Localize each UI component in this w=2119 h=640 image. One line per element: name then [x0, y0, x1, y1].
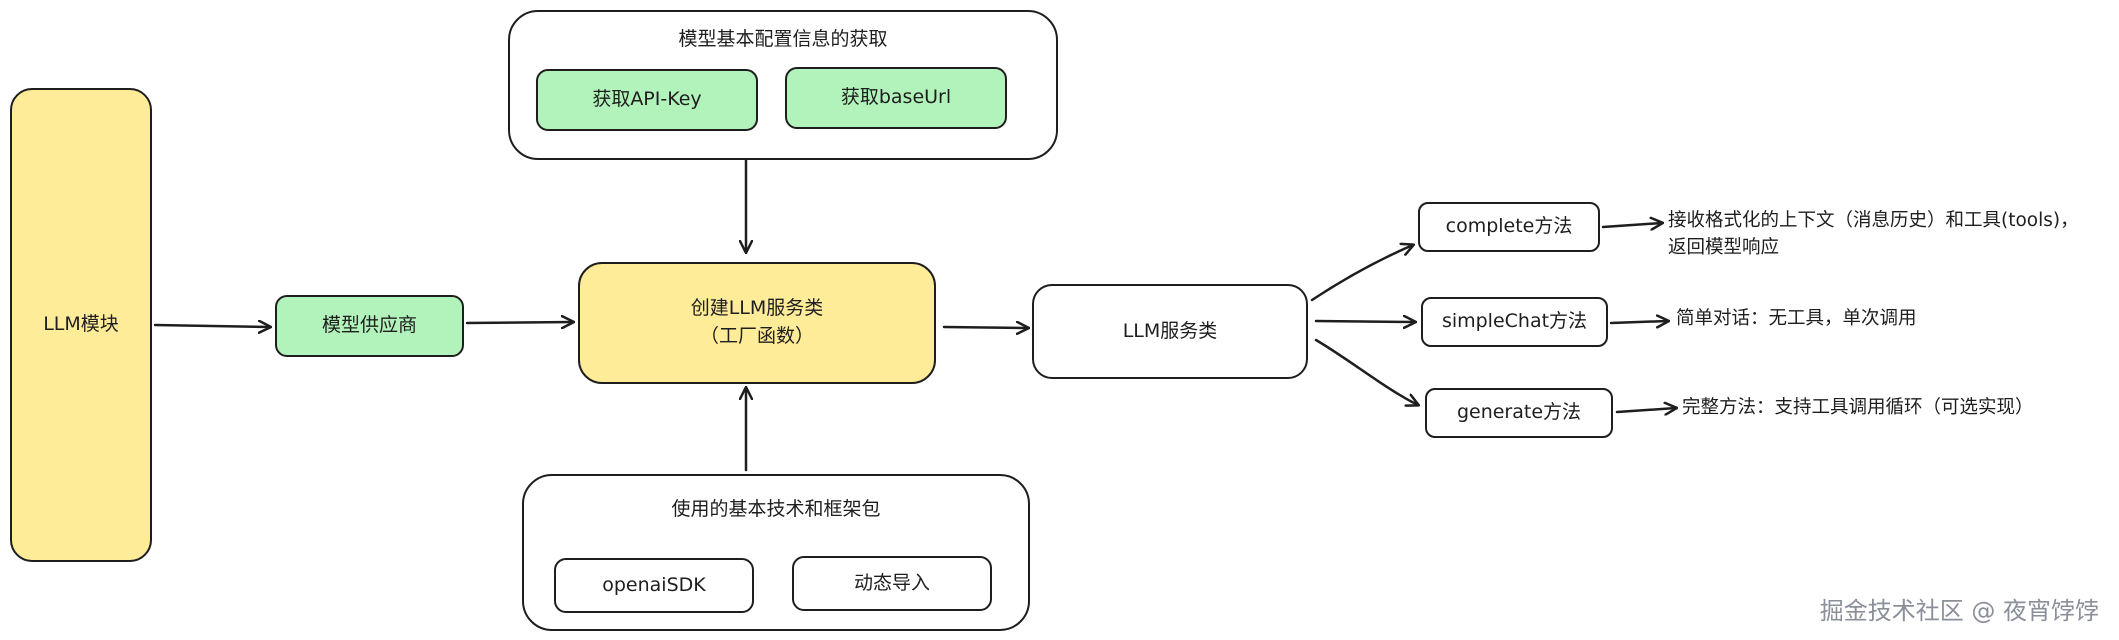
arrow-complete-to-note — [1601, 223, 1662, 227]
dynamic-import-node[interactable]: 动态导入 — [792, 556, 992, 611]
complete-method-node[interactable]: complete方法 — [1418, 202, 1600, 252]
llm-module-node[interactable]: LLM模块 — [10, 88, 152, 562]
llm-module-label: LLM模块 — [43, 313, 119, 336]
create-llm-service-factory-node[interactable]: 创建LLM服务类 （工厂函数） — [578, 262, 936, 384]
generate-description: 完整方法：支持工具调用循环（可选实现） — [1682, 397, 2034, 418]
tech-group-title: 使用的基本技术和框架包 — [671, 498, 881, 520]
arrow-generate-to-note — [1615, 408, 1676, 412]
complete-description: 接收格式化的上下文（消息历史）和工具(tools)， 返回模型响应 — [1668, 208, 2079, 262]
complete-description-line1: 接收格式化的上下文（消息历史）和工具(tools)， — [1668, 210, 2079, 231]
model-provider-label: 模型供应商 — [321, 314, 417, 337]
arrow-service-to-complete — [1310, 245, 1413, 302]
arrow-service-to-generate — [1314, 338, 1418, 405]
factory-label-line1: 创建LLM服务类 — [690, 297, 824, 320]
get-base-url-node[interactable]: 获取baseUrl — [785, 67, 1007, 129]
simplechat-method-node[interactable]: simpleChat方法 — [1421, 297, 1608, 347]
factory-label-line2: （工厂函数） — [699, 325, 814, 347]
arrow-llm-to-provider — [153, 325, 270, 327]
complete-description-line2: 返回模型响应 — [1668, 236, 1780, 258]
generate-method-label: generate方法 — [1456, 401, 1582, 424]
complete-method-label: complete方法 — [1445, 215, 1573, 238]
openai-sdk-node[interactable]: openaiSDK — [554, 558, 754, 613]
generate-method-node[interactable]: generate方法 — [1425, 388, 1613, 438]
get-api-key-label: 获取API-Key — [592, 88, 702, 111]
simplechat-method-label: simpleChat方法 — [1441, 310, 1588, 333]
watermark: 掘金技术社区 @ 夜宵饽饽 — [1819, 597, 2099, 625]
arrow-service-to-simplechat — [1314, 321, 1415, 322]
llm-service-class-node[interactable]: LLM服务类 — [1032, 284, 1308, 379]
arrow-provider-to-factory — [465, 322, 573, 323]
get-api-key-node[interactable]: 获取API-Key — [536, 69, 758, 131]
arrow-factory-to-service — [942, 327, 1028, 328]
dynamic-import-label: 动态导入 — [853, 571, 930, 594]
simplechat-description: 简单对话：无工具，单次调用 — [1676, 308, 1917, 329]
config-info-group: 模型基本配置信息的获取 获取API-Key 获取baseUrl — [508, 10, 1058, 160]
tech-stack-group: 使用的基本技术和框架包 openaiSDK 动态导入 — [522, 474, 1030, 631]
get-base-url-label: 获取baseUrl — [840, 86, 952, 109]
openai-sdk-label: openaiSDK — [602, 573, 706, 596]
arrow-simplechat-to-note — [1609, 321, 1668, 323]
llm-service-class-label: LLM服务类 — [1122, 319, 1218, 342]
model-provider-node[interactable]: 模型供应商 — [275, 295, 464, 357]
config-group-title: 模型基本配置信息的获取 — [678, 28, 888, 50]
